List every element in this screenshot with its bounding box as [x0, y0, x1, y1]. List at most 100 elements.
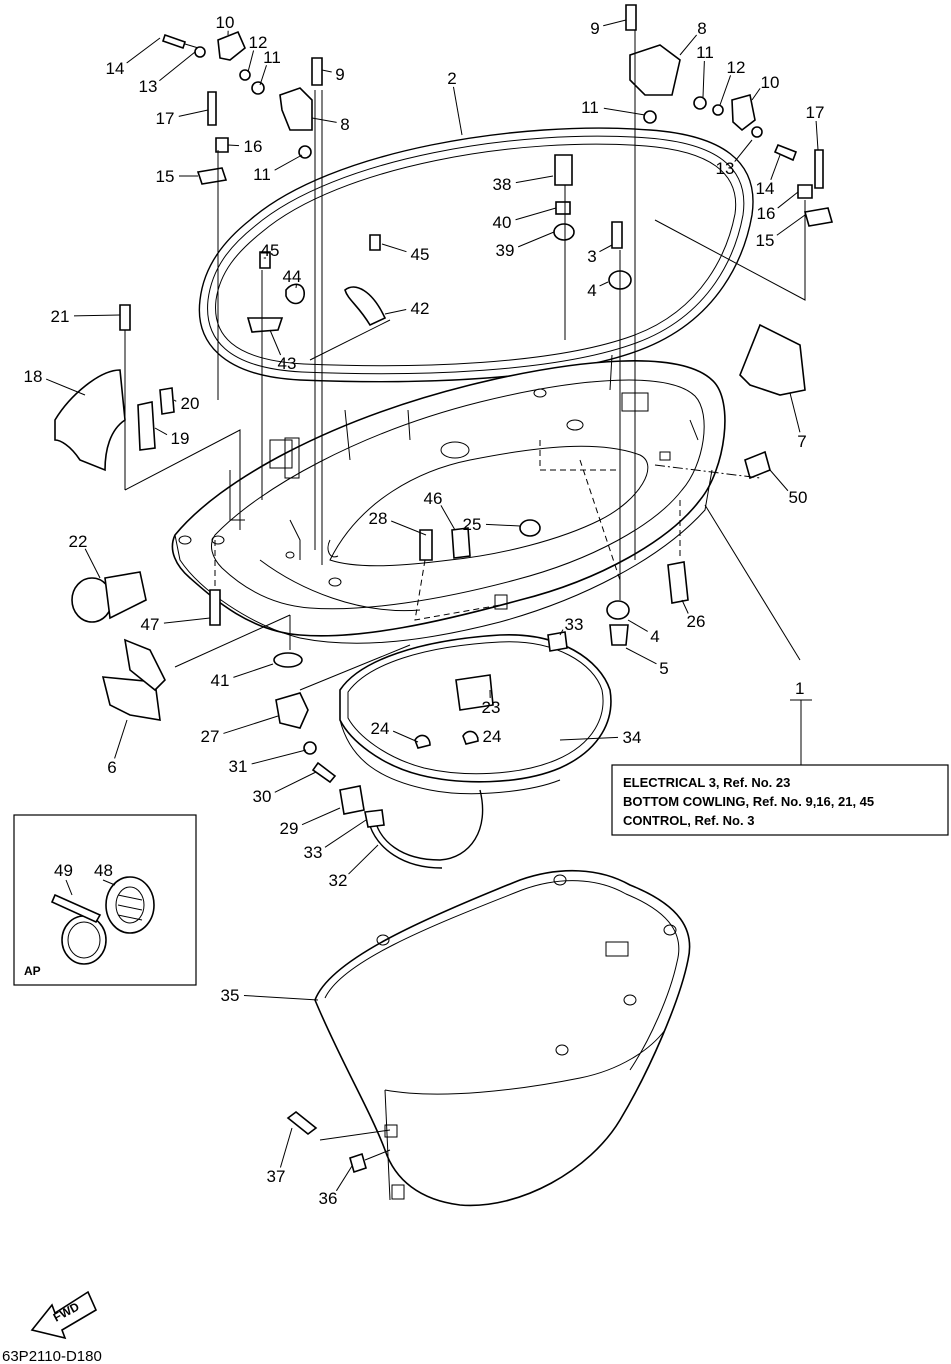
part-label-10: 10: [216, 13, 235, 32]
part-label-27: 27: [201, 727, 220, 746]
leader-line-8: [679, 34, 698, 56]
part-label-50: 50: [789, 488, 808, 507]
leader-line-9: [321, 69, 332, 73]
leader-line-39: [517, 231, 555, 248]
leader-line-8: [311, 117, 337, 123]
leader-line-35: [243, 995, 319, 1001]
part-label-8: 8: [697, 19, 706, 38]
leader-line-22: [84, 548, 101, 579]
part-label-33: 33: [304, 843, 323, 862]
part-label-35: 35: [221, 986, 240, 1005]
leader-line-29: [301, 807, 341, 826]
leader-line-11: [702, 60, 705, 98]
part-label-5: 5: [659, 659, 668, 678]
leader-line-46: [440, 505, 456, 531]
part-label-45: 45: [411, 245, 430, 264]
leader-line-19: [154, 427, 168, 436]
part-label-8: 8: [340, 115, 349, 134]
part-label-24: 24: [371, 719, 390, 738]
part-label-13: 13: [716, 159, 735, 178]
part-label-30: 30: [253, 787, 272, 806]
part-label-9: 9: [590, 19, 599, 38]
part-label-20: 20: [181, 394, 200, 413]
leader-line-45: [381, 243, 407, 253]
top-seal-gasket: [198, 127, 754, 383]
part-label-19: 19: [171, 429, 190, 448]
part-label-14: 14: [756, 179, 775, 198]
part-label-10: 10: [761, 73, 780, 92]
part-label-29: 29: [280, 819, 299, 838]
reference-line-2: BOTTOM COWLING, Ref. No. 9,16, 21, 45: [623, 794, 874, 809]
part-label-22: 22: [69, 532, 88, 551]
part-label-9: 9: [335, 65, 344, 84]
leader-line-24: [392, 730, 419, 743]
part-label-25: 25: [463, 515, 482, 534]
leader-line-32: [348, 844, 379, 875]
part-label-7: 7: [797, 432, 806, 451]
part-label-36: 36: [319, 1189, 338, 1208]
leader-line-33: [324, 819, 367, 848]
part-label-2: 2: [447, 69, 456, 88]
leader-line-34: [559, 736, 619, 741]
leader-line-36: [335, 1165, 353, 1192]
part-label-3: 3: [587, 247, 596, 266]
part-label-24: 24: [483, 727, 502, 746]
part-label-11: 11: [253, 165, 271, 184]
reference-group-number: 1: [795, 679, 804, 698]
part-label-43: 43: [278, 354, 297, 373]
leader-line-40: [515, 207, 557, 221]
reference-line-3: CONTROL, Ref. No. 3: [623, 813, 754, 828]
part-label-12: 12: [727, 58, 746, 77]
part-label-45: 45: [261, 241, 280, 260]
leader-line-15: [776, 214, 806, 236]
leader-line-6: [114, 719, 128, 759]
part-label-13: 13: [139, 77, 158, 96]
leader-line-16: [777, 191, 799, 209]
part-label-41: 41: [211, 671, 230, 690]
leader-line-11: [259, 65, 267, 86]
leader-line-37: [279, 1127, 293, 1168]
leader-line-30: [274, 771, 317, 793]
part-label-11: 11: [696, 43, 714, 62]
leader-line-38: [515, 175, 554, 184]
part-label-4: 4: [587, 281, 596, 300]
leader-line-26: [681, 599, 689, 614]
small-parts: [54, 4, 834, 1174]
fwd-arrow: FWD: [30, 1290, 98, 1340]
part-label-15: 15: [156, 167, 175, 186]
part-label-46: 46: [424, 489, 443, 508]
part-label-14: 14: [106, 59, 125, 78]
reference-line-1: ELECTRICAL 3, Ref. No. 23: [623, 775, 790, 790]
part-label-12: 12: [249, 33, 268, 52]
ap-label: AP: [24, 964, 41, 978]
leader-line-14: [770, 154, 781, 180]
leader-line-3: [599, 244, 613, 253]
part-label-47: 47: [141, 615, 160, 634]
leader-line-27: [223, 715, 279, 734]
ap-part-48: 48: [94, 861, 113, 880]
part-label-11: 11: [263, 48, 281, 67]
leader-line-10: [751, 88, 761, 101]
assembly-lines: [124, 30, 806, 1161]
part-label-37: 37: [267, 1167, 286, 1186]
leader-line-28: [391, 520, 427, 536]
part-label-31: 31: [229, 757, 248, 776]
leader-line-21: [73, 314, 121, 317]
part-label-33: 33: [565, 615, 584, 634]
leader-line-12: [719, 75, 732, 106]
part-label-34: 34: [623, 728, 642, 747]
part-label-17: 17: [806, 103, 825, 122]
leader-line-25: [485, 523, 521, 527]
leader-line-16: [227, 144, 240, 147]
reference-note: 1 ELECTRICAL 3, Ref. No. 23 BOTTOM COWLI…: [611, 679, 949, 836]
leader-line-47: [163, 617, 211, 624]
part-label-4: 4: [650, 627, 659, 646]
leader-line-17: [178, 109, 209, 117]
leader-line-4: [627, 619, 648, 632]
part-label-15: 15: [756, 231, 775, 250]
leader-line-31: [251, 749, 307, 765]
part-label-16: 16: [757, 204, 776, 223]
bottom-cowling-body: [171, 354, 726, 644]
